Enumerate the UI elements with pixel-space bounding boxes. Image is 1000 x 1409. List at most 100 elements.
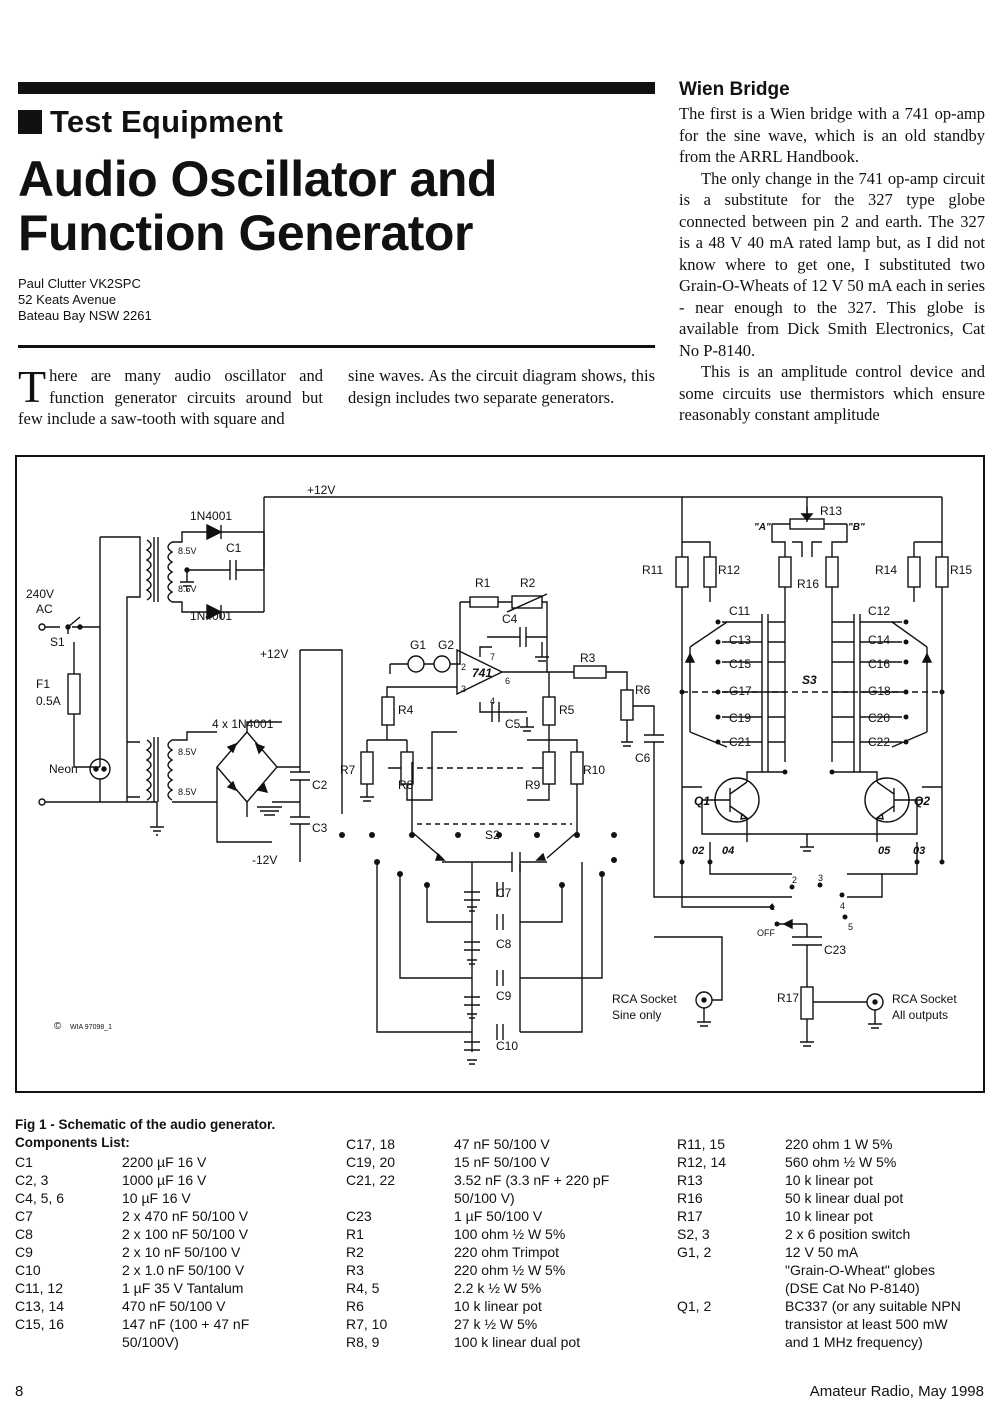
label-r16: R16 [797, 577, 819, 591]
label-c19: C19 [729, 711, 751, 725]
label-r8: R8 [398, 778, 414, 792]
author-street: 52 Keats Avenue [18, 292, 117, 307]
capacitor-c7 [496, 882, 504, 897]
label-rca1b: Sine only [612, 1008, 661, 1022]
wien-para-2: The only change in the 741 op-amp circui… [679, 168, 985, 360]
capacitor-c2 [290, 771, 310, 781]
label-r7: R7 [340, 763, 356, 777]
label-fuse: 0.5A [36, 694, 61, 708]
label-s2: S2 [485, 828, 500, 842]
schematic-frame: +12V 1N4001 8.5V 8.5V C1 1N4001 240V AC … [15, 455, 985, 1093]
opamp-741 [456, 648, 504, 696]
label-c10: C10 [496, 1039, 518, 1053]
transformer-2-secondary [167, 739, 174, 801]
component-row: and 1 MHz frequency) [785, 1334, 923, 1350]
wien-column: The first is a Wien bridge with a 741 op… [679, 103, 985, 426]
resistor-r6 [620, 689, 634, 721]
resistor-r9 [542, 751, 556, 785]
component-row: 50/100 V) [454, 1190, 515, 1206]
label-c18: G18 [868, 684, 891, 698]
fuse-f1 [67, 673, 81, 715]
label-neon: Neon [49, 762, 78, 776]
top-rule [18, 82, 655, 94]
switch-s3-right [891, 621, 928, 748]
resistor-r10 [570, 751, 584, 785]
label-r6: R6 [635, 683, 651, 697]
resistor-r16-b [825, 556, 839, 588]
component-row: 50/100V) [122, 1334, 179, 1350]
section-kicker: Test Equipment [18, 104, 283, 140]
resistor-r11 [675, 556, 689, 588]
wien-heading: Wien Bridge [679, 79, 790, 100]
resistor-r1 [469, 596, 499, 608]
resistor-r12 [703, 556, 717, 588]
label-c2: C2 [312, 778, 328, 792]
label-o4: 04 [722, 845, 734, 857]
label-ac: AC [36, 602, 53, 616]
label-a: "A" [754, 522, 771, 533]
capacitor-c1 [187, 560, 264, 580]
label-c1: C1 [226, 541, 242, 555]
label-t2: 2 [792, 875, 797, 885]
label-t3: 3 [818, 873, 823, 883]
label-c17: G17 [729, 684, 752, 698]
capacitor-c10 [496, 1024, 504, 1040]
capacitor-bank-left [761, 614, 769, 772]
component-row: (DSE Cat No P-8140) [785, 1280, 920, 1296]
label-r1: R1 [475, 576, 491, 590]
label-c21: C21 [729, 735, 751, 749]
label-plus12-top: +12V [307, 483, 335, 497]
resistor-r4 [381, 696, 395, 726]
label-r9: R9 [525, 778, 541, 792]
switch-s3-left [689, 621, 728, 748]
label-c5: C5 [505, 717, 521, 731]
label-r5: R5 [559, 703, 575, 717]
capacitor-c23 [792, 936, 822, 987]
label-r12: R12 [718, 563, 740, 577]
label-b: "B" [848, 522, 865, 533]
label-c3: C3 [312, 821, 328, 835]
label-o5: 05 [878, 845, 891, 857]
section-label: Test Equipment [50, 104, 284, 139]
label-c12: C12 [868, 604, 890, 618]
article-title: Audio Oscillator and Function Generator [18, 152, 658, 260]
label-c16: C16 [868, 657, 890, 671]
label-v85b: 8.5V [178, 584, 197, 594]
label-c20: C20 [868, 711, 890, 725]
label-r11: R11 [642, 563, 663, 577]
label-pin2: 2 [461, 662, 466, 672]
label-c11: C11 [729, 604, 750, 618]
label-f1: F1 [36, 677, 50, 691]
label-r3: R3 [580, 651, 596, 665]
label-r14: R14 [875, 563, 897, 577]
label-r2: R2 [520, 576, 536, 590]
wien-para-1: The first is a Wien bridge with a 741 op… [679, 104, 985, 166]
label-off: OFF [757, 928, 775, 938]
capacitor-c6 [644, 734, 792, 898]
label-mains: 240V [26, 587, 54, 601]
component-row: "Grain-O-Wheat" globes [785, 1262, 935, 1278]
copyright-icon: © [54, 1021, 62, 1032]
label-c6: C6 [635, 751, 651, 765]
diode-bottom [202, 603, 264, 621]
resistor-r7 [360, 751, 374, 785]
label-pin7: 7 [490, 652, 495, 662]
title-line-2: Function Generator [18, 205, 473, 261]
square-bullet-icon [18, 110, 42, 134]
mains-terminal-1 [38, 623, 46, 631]
capacitor-bank-right [853, 614, 861, 772]
